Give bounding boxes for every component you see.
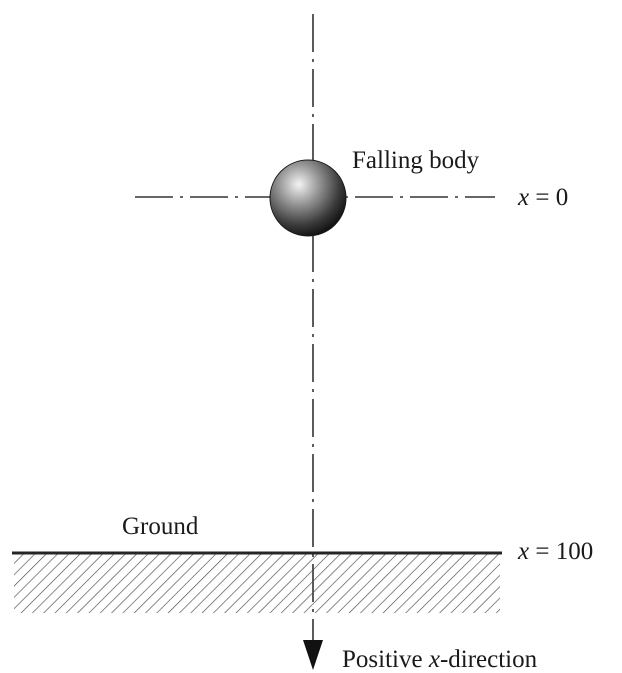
direction-label-prefix: Positive bbox=[342, 646, 429, 673]
falling-body-label: Falling body bbox=[352, 147, 480, 174]
falling-body-ball bbox=[269, 159, 347, 237]
direction-label-var: x bbox=[428, 646, 440, 673]
direction-arrow-icon bbox=[303, 640, 323, 670]
x100-label: x = 100 bbox=[517, 538, 593, 565]
direction-label-suffix: -direction bbox=[440, 646, 538, 673]
x0-label-var: x bbox=[517, 184, 529, 211]
direction-label: Positive x-direction bbox=[342, 646, 538, 673]
ground-hatch bbox=[14, 553, 500, 613]
x100-label-value: = 100 bbox=[529, 538, 593, 565]
x0-label-value: = 0 bbox=[529, 184, 568, 211]
x100-label-var: x bbox=[517, 538, 529, 565]
x0-label: x = 0 bbox=[517, 184, 568, 211]
ground-label: Ground bbox=[122, 513, 199, 540]
